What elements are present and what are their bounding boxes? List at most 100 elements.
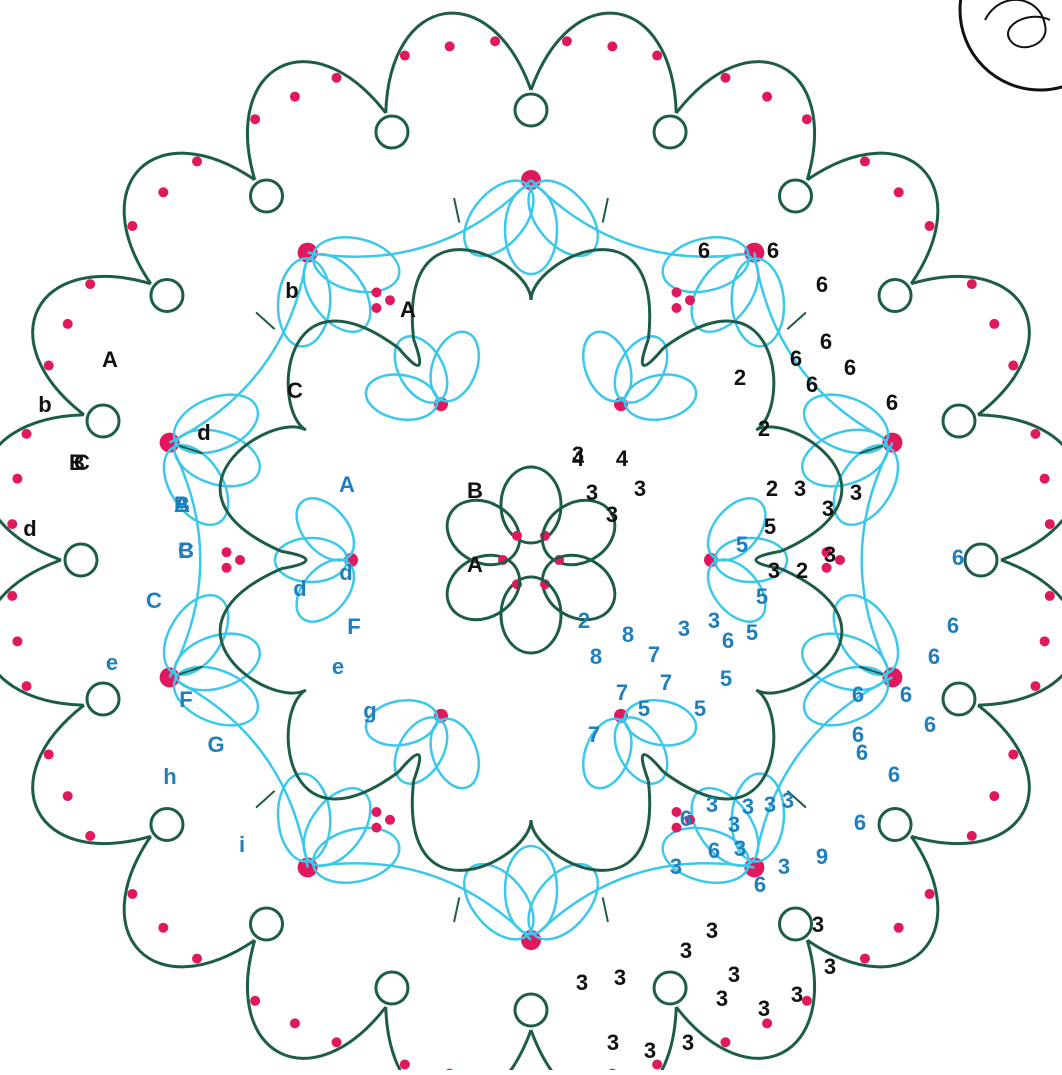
blue-stitch-label: 7 [616, 680, 628, 705]
picot-dot [1008, 361, 1018, 371]
black-stitch-label: 3 [794, 476, 806, 501]
black-stitch-label: 6 [844, 355, 856, 380]
outer-join-loop [250, 908, 282, 940]
blue-stitch-label: 6 [947, 613, 959, 638]
black-stitch-label: 3 [850, 480, 862, 505]
green-inner-loop [399, 339, 420, 365]
black-stitch-label: A [467, 552, 483, 577]
blue-chain [531, 180, 754, 257]
picot-dot [85, 279, 95, 289]
blue-stitch-label: 8 [622, 622, 634, 647]
blue-stitch-label: 7 [588, 722, 600, 747]
black-stitch-label: 3 [758, 996, 770, 1021]
blue-stitch-label: 3 [678, 616, 690, 641]
inner-blue-petal [574, 712, 640, 795]
blue-stitch-label: 5 [638, 696, 650, 721]
black-stitch-label: 6 [816, 272, 828, 297]
blue-stitch-label: 6 [900, 682, 912, 707]
outer-join-loop [87, 405, 119, 437]
green-picot-tick [603, 198, 608, 222]
center-ring [501, 577, 561, 653]
clover-dot [235, 555, 245, 565]
black-stitch-label: 6 [820, 329, 832, 354]
picot-dot [925, 889, 935, 899]
black-stitch-label: 3 [824, 542, 836, 567]
black-stitch-label: C [287, 378, 303, 403]
picot-dot [562, 36, 572, 46]
picot-dot [290, 1018, 300, 1028]
picot-dot [192, 156, 202, 166]
blue-petal [505, 186, 557, 274]
blue-petal [165, 383, 266, 464]
picot-dot [63, 319, 73, 329]
green-heart [412, 250, 649, 340]
outer-join-loop [87, 683, 119, 715]
outer-join-loop [151, 279, 183, 311]
blue-stitch-label: 3 [728, 812, 740, 837]
center-dot [512, 531, 522, 541]
inner-blue-petal [574, 325, 640, 408]
picot-dot [1040, 636, 1050, 646]
picot-dot [1008, 749, 1018, 759]
green-picot-tick [256, 312, 275, 329]
blue-stitch-label: F [179, 687, 192, 712]
picot-dot [400, 1059, 410, 1069]
black-stitch-label: 3 [606, 502, 618, 527]
clover-dot [835, 555, 845, 565]
picot-dot [250, 996, 260, 1006]
clover-dot [372, 303, 382, 313]
corner-circle [960, 0, 1062, 90]
picot-dot [860, 156, 870, 166]
picot-dot [802, 114, 812, 124]
black-stitch-label: 3 [644, 1038, 656, 1063]
picot-dot [967, 279, 977, 289]
picot-dot [989, 319, 999, 329]
outer-join-loop [654, 972, 686, 1004]
blue-stitch-label: 5 [720, 666, 732, 691]
green-inner-loop [399, 755, 420, 781]
green-heart [412, 781, 649, 871]
picot-dot [332, 73, 342, 83]
black-stitch-label: 6 [698, 238, 710, 263]
picot-dot [44, 749, 54, 759]
picot-dot [127, 889, 137, 899]
picot-dot [925, 221, 935, 231]
picot-dot [967, 831, 977, 841]
clover-dot [385, 815, 395, 825]
black-stitch-label: 3 [822, 496, 834, 521]
blue-chain [754, 677, 892, 867]
black-stitch-label: 6 [790, 346, 802, 371]
blue-stitch-label: 6 [680, 806, 692, 831]
picot-dot [44, 361, 54, 371]
outer-join-loop [943, 683, 975, 715]
center-ring [501, 467, 561, 543]
green-inner-loop [281, 551, 306, 568]
blue-stitch-label: g [363, 698, 376, 723]
black-stitch-label: 3 [768, 558, 780, 583]
blue-stitch-label: 3 [742, 794, 754, 819]
blue-stitch-label: 2 [578, 608, 590, 633]
blue-stitch-label: 6 [722, 628, 734, 653]
outer-join-loop [879, 809, 911, 841]
outer-scallop [386, 13, 531, 113]
blue-stitch-label: 3 [764, 792, 776, 817]
picot-dot [1030, 429, 1040, 439]
blue-stitch-label: 7 [648, 642, 660, 667]
outer-scallop [978, 415, 1062, 560]
outer-join-loop [376, 116, 408, 148]
picot-dot [1040, 474, 1050, 484]
blue-stitch-label: 6 [888, 762, 900, 787]
blue-stitch-label: 3 [734, 836, 746, 861]
picot-dot [894, 187, 904, 197]
outer-scallop [531, 13, 676, 113]
clover-dot [372, 807, 382, 817]
blue-stitch-label: 9 [816, 844, 828, 869]
black-stitch-label: A [102, 347, 118, 372]
outer-scallop [124, 836, 255, 967]
outer-scallop [247, 62, 385, 180]
clover-dot [672, 303, 682, 313]
outer-join-loop [515, 94, 547, 126]
picot-dot [63, 791, 73, 801]
blue-stitch-label: 3 [778, 854, 790, 879]
